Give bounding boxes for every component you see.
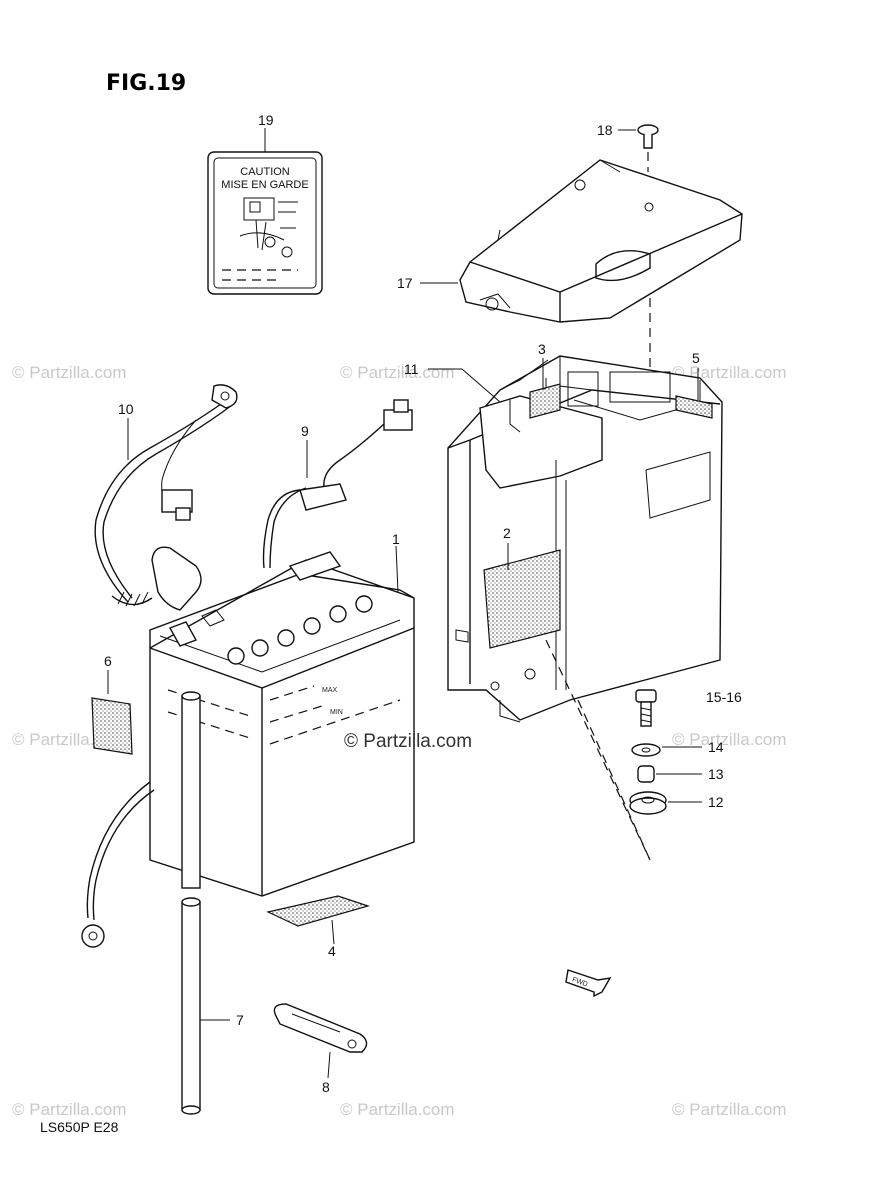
callout-4: 4 — [328, 943, 336, 959]
battery-cover-part-17: 17 — [397, 159, 743, 370]
callout-12: 12 — [708, 794, 724, 810]
callout-14: 14 — [708, 739, 724, 755]
callout-6: 6 — [104, 653, 112, 669]
positive-cable-part-10: 10 — [94, 384, 238, 611]
watermark: © Partzilla.com — [672, 1100, 787, 1119]
callout-7: 7 — [236, 1012, 244, 1028]
battery-holder-part-11: 11 — [404, 355, 723, 723]
callout-13: 13 — [708, 766, 724, 782]
callout-8: 8 — [322, 1079, 330, 1095]
caution-label-line2: MISE EN GARDE — [221, 179, 308, 191]
watermark-layer: © Partzilla.com © Partzilla.com © Partzi… — [12, 363, 787, 1119]
pad-part-4: 4 — [266, 895, 371, 959]
callout-1: 1 — [392, 531, 400, 547]
cushion-part-2: 2 — [483, 525, 561, 649]
ground-cable — [81, 781, 155, 948]
reference-note: 15-16 — [706, 689, 742, 705]
cushion-part-5: 5 — [675, 350, 713, 419]
figure-title: FIG.19 — [106, 71, 186, 96]
callout-10: 10 — [118, 401, 134, 417]
battery-part-1: MAX MIN 1 — [149, 531, 415, 897]
battery-max-mark: MAX — [322, 687, 338, 694]
model-code: LS650P E28 — [40, 1119, 119, 1135]
callout-17: 17 — [397, 275, 413, 291]
cushion-part-3: 3 — [529, 341, 561, 419]
pad-part-6: 6 — [91, 653, 133, 755]
callout-11: 11 — [404, 361, 419, 377]
watermark: © Partzilla.com — [12, 363, 127, 382]
callout-18: 18 — [597, 122, 613, 138]
battery-min-mark: MIN — [330, 709, 343, 716]
callout-9: 9 — [301, 423, 309, 439]
screw-part-18: 18 — [597, 122, 659, 172]
breather-tube-part-7: 7 — [181, 691, 244, 1115]
callout-2: 2 — [503, 525, 511, 541]
caution-label-part: CAUTION MISE EN GARDE 19 — [207, 112, 323, 295]
callout-5: 5 — [692, 350, 700, 366]
callout-19: 19 — [258, 112, 274, 128]
watermark: © Partzilla.com — [672, 730, 787, 749]
caution-label-line1: CAUTION — [240, 166, 290, 178]
watermark: © Partzilla.com — [672, 363, 787, 382]
mounting-hardware: 15-16 14 13 12 — [545, 639, 742, 861]
callout-3: 3 — [538, 341, 546, 357]
watermark: © Partzilla.com — [340, 363, 455, 382]
watermark: © Partzilla.com — [12, 1100, 127, 1119]
watermark: © Partzilla.com — [340, 1100, 455, 1119]
lead-wire-part-9: 9 — [262, 399, 413, 569]
fwd-direction-arrow: FWD — [565, 969, 612, 998]
bracket-part-8: 8 — [273, 1003, 368, 1095]
watermark-center: © Partzilla.com — [344, 731, 472, 752]
